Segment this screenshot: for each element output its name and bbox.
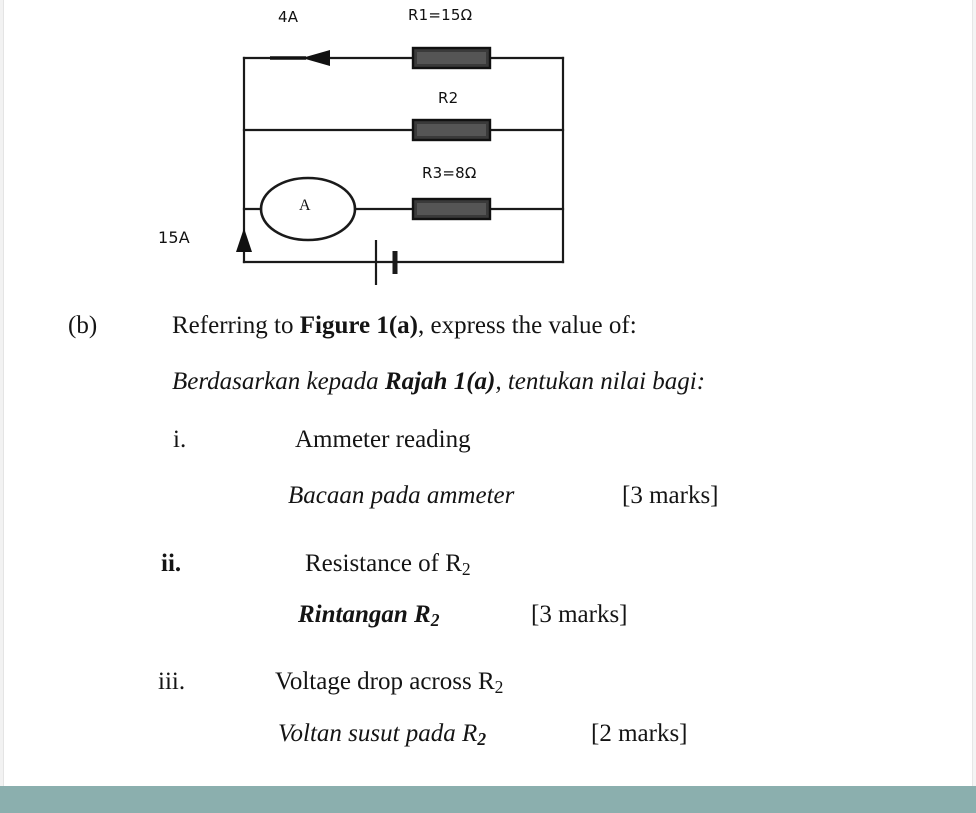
battery-symbol <box>374 240 398 285</box>
label-total-current-15a: 15A <box>158 228 190 247</box>
stem-english: Referring to Figure 1(a), express the va… <box>172 312 637 340</box>
page-right-edge <box>972 0 976 786</box>
item-iii-ms-text: Voltan susut pada R <box>278 720 478 747</box>
current-arrow-top <box>302 50 330 66</box>
circuit-schematic-svg <box>236 46 565 285</box>
item-ii-ms-subscript: 2 <box>430 609 440 630</box>
ammeter-letter-label: A <box>299 197 311 214</box>
item-numeral-iii: iii. <box>158 668 186 695</box>
label-branch-current-4a: 4A <box>278 8 299 26</box>
resistor-r2-symbol <box>411 118 492 142</box>
item-i-malay: Bacaan pada ammeter <box>288 482 514 510</box>
item-iii-en-text: Voltage drop across R <box>275 668 495 695</box>
item-ii-english: Resistance of R2 <box>305 550 471 580</box>
stem-malay: Berdasarkan kepada Rajah 1(a), tentukan … <box>172 368 705 396</box>
item-i-english: Ammeter reading <box>295 426 471 453</box>
item-ii-marks: [3 marks] <box>531 601 628 628</box>
stem-en-pre: Referring to <box>172 312 300 339</box>
stem-ms-pre: Berdasarkan kepada <box>172 368 385 395</box>
ammeter-symbol <box>259 176 357 242</box>
item-iii-malay: Voltan susut pada R2 <box>278 720 486 750</box>
resistor-r3-symbol <box>411 197 492 221</box>
item-ii-en-text: Resistance of R <box>305 550 462 577</box>
item-iii-english: Voltage drop across R2 <box>275 668 503 698</box>
label-r2: R2 <box>438 89 459 107</box>
item-numeral-ii: ii. <box>161 550 182 577</box>
part-label-b: (b) <box>68 312 98 339</box>
item-iii-marks: [2 marks] <box>591 720 688 747</box>
item-ii-malay: Rintangan R2 <box>298 601 439 631</box>
item-i-malay-text: Bacaan pada ammeter <box>288 482 515 509</box>
label-r1: R1=15Ω <box>408 6 473 24</box>
item-numeral-i: i. <box>173 426 187 453</box>
item-iii-ms-subscript: 2 <box>477 728 487 749</box>
stem-ms-figure-ref: Rajah 1(a) <box>384 368 496 395</box>
footer-band <box>0 786 976 813</box>
page-left-edge <box>0 0 4 786</box>
current-arrow-supply <box>236 228 252 252</box>
label-r3: R3=8Ω <box>422 164 477 182</box>
item-iii-en-subscript: 2 <box>494 676 504 697</box>
item-ii-ms-text: Rintangan R <box>298 601 431 628</box>
stem-en-figure-ref: Figure 1(a) <box>299 312 418 339</box>
circuit-diagram-figure: 4A R1=15Ω R2 R3=8Ω 15A A <box>150 0 610 300</box>
item-ii-en-subscript: 2 <box>461 558 471 579</box>
item-i-marks: [3 marks] <box>622 482 719 509</box>
stem-en-post: , express the value of: <box>418 312 637 339</box>
resistor-r1-symbol <box>411 46 492 70</box>
stem-ms-post: , tentukan nilai bagi: <box>495 368 706 395</box>
